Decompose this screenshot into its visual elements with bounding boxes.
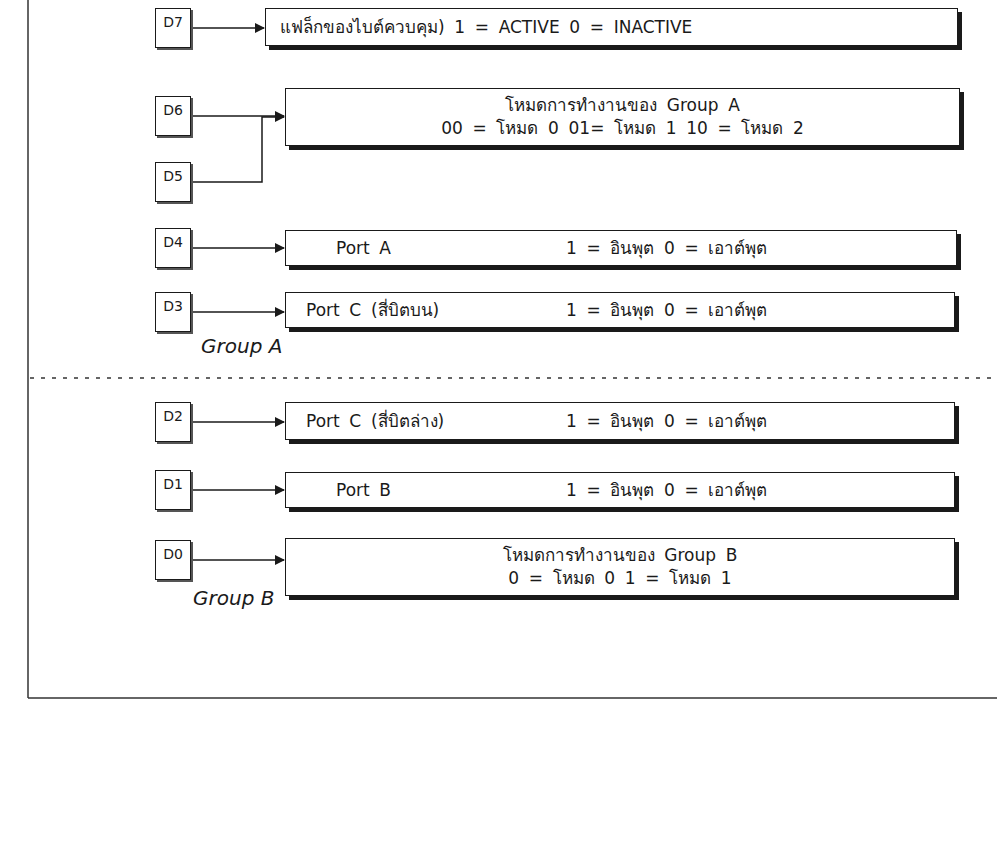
bit-arrow xyxy=(191,489,284,491)
bit-name: D4 xyxy=(163,233,183,252)
frame-bottom xyxy=(28,697,997,699)
direction-values: 1 = อินพุต 0 = เอาต์พุต xyxy=(566,299,767,322)
mode-values: 0 = โหมด 0 1 = โหมด 1 xyxy=(508,567,731,590)
bit-arrow xyxy=(191,559,284,561)
function-box: Port B1 = อินพุต 0 = เอาต์พุต xyxy=(285,472,955,508)
bit-arrow xyxy=(191,247,284,249)
bit-box: D5 xyxy=(155,162,191,202)
group-label: Group A xyxy=(198,334,285,358)
frame-left xyxy=(27,0,29,698)
function-box: โหมดการทำงานของ Group B0 = โหมด 0 1 = โห… xyxy=(285,538,955,596)
bit-arrow xyxy=(191,117,284,182)
mode-values: 00 = โหมด 0 01= โหมด 1 10 = โหมด 2 xyxy=(441,117,804,140)
bit-name: D1 xyxy=(163,475,183,494)
port-name: Port B xyxy=(336,479,566,502)
group-divider xyxy=(30,377,997,379)
direction-values: 1 = อินพุต 0 = เอาต์พุต xyxy=(566,237,767,260)
bit-box: D2 xyxy=(155,402,191,442)
port-name: Port A xyxy=(336,237,566,260)
bit-name: D2 xyxy=(163,407,183,426)
box-heading: โหมดการทำงานของ Group B xyxy=(503,544,738,567)
bit-arrow xyxy=(191,27,264,29)
bit-box: D3 xyxy=(155,292,191,332)
function-box: โหมดการทำงานของ Group A00 = โหมด 0 01= โ… xyxy=(285,88,960,146)
function-box: แฟล็กของไบต์ควบคุม) 1 = ACTIVE 0 = INACT… xyxy=(265,8,958,46)
bit-name: D0 xyxy=(163,545,183,564)
port-name: Port C (สี่บิตล่าง) xyxy=(306,410,566,433)
box-text: แฟล็กของไบต์ควบคุม) 1 = ACTIVE 0 = INACT… xyxy=(280,16,692,39)
bit-box: D4 xyxy=(155,228,191,268)
bit-name: D5 xyxy=(163,167,183,186)
box-heading: โหมดการทำงานของ Group A xyxy=(505,94,740,117)
bit-box: D7 xyxy=(155,8,191,48)
function-box: Port C (สี่บิตบน)1 = อินพุต 0 = เอาต์พุต xyxy=(285,292,955,328)
group-label: Group B xyxy=(190,586,277,610)
port-name: Port C (สี่บิตบน) xyxy=(306,299,566,322)
bit-name: D6 xyxy=(163,101,183,120)
function-box: Port C (สี่บิตล่าง)1 = อินพุต 0 = เอาต์พ… xyxy=(285,402,955,440)
bit-arrow xyxy=(191,311,284,313)
bit-name: D7 xyxy=(163,13,183,32)
direction-values: 1 = อินพุต 0 = เอาต์พุต xyxy=(566,479,767,502)
function-box: Port A1 = อินพุต 0 = เอาต์พุต xyxy=(285,230,957,266)
bit-arrow xyxy=(191,421,284,423)
bit-box: D6 xyxy=(155,96,191,136)
bit-box: D1 xyxy=(155,470,191,510)
bit-name: D3 xyxy=(163,297,183,316)
bit-box: D0 xyxy=(155,540,191,580)
direction-values: 1 = อินพุต 0 = เอาต์พุต xyxy=(566,410,767,433)
